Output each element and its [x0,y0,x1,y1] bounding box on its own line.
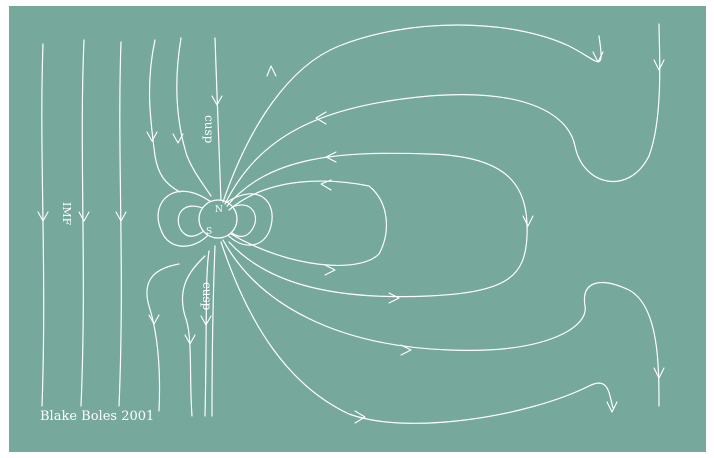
cusp-north-label: cusp [202,115,216,144]
north-pole-label: N [215,205,223,215]
south-pole-label: S [206,227,212,237]
cusp-south-label: cusp [200,282,214,311]
imf-label: IMF [60,202,73,226]
diagram-canvas: IMF cusp cusp N S Blake Boles 2001 [9,6,706,452]
diagram-background [9,6,706,452]
magnetosphere-diagram: IMF cusp cusp N S Blake Boles 2001 [9,6,706,452]
credit-label: Blake Boles 2001 [40,409,154,424]
